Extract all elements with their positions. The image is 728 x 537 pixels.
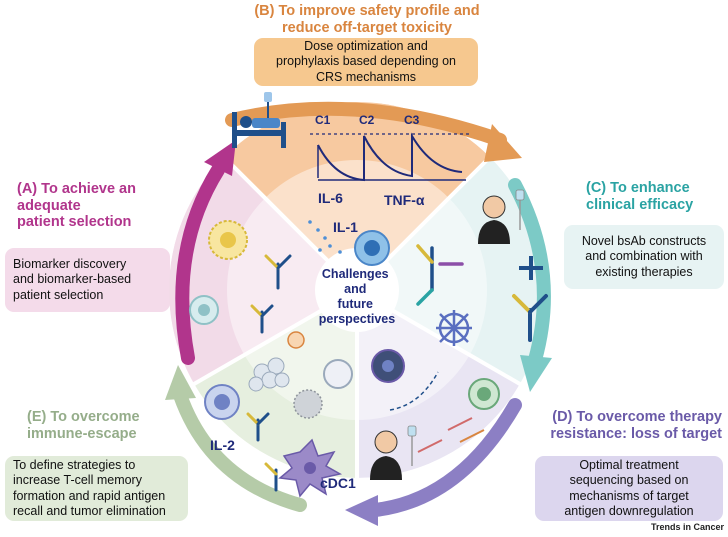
ring-sector-d	[357, 290, 520, 478]
heading-e: (E) To overcome immune-escape	[27, 409, 140, 442]
box-c-line-2: and combination with	[585, 249, 703, 264]
box-b-line-1: Dose optimization and	[304, 39, 428, 54]
box-e-line-3: formation and rapid antigen	[13, 488, 166, 503]
box-d-line-1: Optimal treatment	[579, 458, 679, 472]
box-e-line-1: To define strategies to	[13, 458, 136, 472]
heading-d-line-1: (D) To overcome therapy	[552, 409, 722, 425]
label-c2: C2	[359, 113, 375, 127]
center-line-1: Challenges	[322, 267, 389, 281]
heading-b-line-1: (B) To improve safety profile and	[254, 3, 480, 19]
tumor-cell-icon-a	[208, 220, 248, 260]
arrow-c	[508, 178, 551, 367]
box-d-line-4: antigen downregulation	[564, 503, 694, 518]
box-a-line-1: Biomarker discovery	[13, 257, 127, 272]
box-b-line-3: CRS mechanisms	[315, 69, 417, 84]
heading-a-line-1: (A) To achieve an	[17, 181, 136, 197]
box-a: Biomarker discovery and biomarker-based …	[5, 248, 170, 312]
center-line-4: perspectives	[319, 312, 395, 326]
label-c1: C1	[315, 113, 331, 127]
arrow-d	[368, 398, 522, 517]
cytokine-dots	[308, 220, 342, 254]
heading-c: (C) To enhance clinical efficacy	[586, 180, 693, 213]
arrow-a	[175, 163, 225, 365]
label-cdc1: cDC1	[320, 475, 356, 491]
box-b: Dose optimization and prophylaxis based …	[254, 38, 478, 86]
apoptotic-cell-icon	[293, 389, 323, 419]
sequencing-arrows-icon	[417, 417, 485, 453]
box-a-line-2: and biomarker-based	[13, 272, 132, 287]
heading-d-line-2: resistance: loss of target	[550, 425, 722, 442]
t-cell-center	[354, 230, 390, 266]
box-e-line-2: increase T-cell memory	[13, 473, 142, 488]
heading-b: (B) To improve safety profile and reduce…	[232, 3, 502, 36]
label-c3: C3	[404, 113, 420, 127]
dendritic-cell-icon	[278, 438, 343, 498]
arrow-e	[173, 388, 307, 512]
box-d: Optimal treatment sequencing based on me…	[535, 456, 723, 521]
arrow-e-head	[165, 365, 196, 400]
heading-a-line-3: patient selection	[17, 214, 132, 231]
ring-sector-b	[224, 102, 490, 290]
label-il6: IL-6	[318, 190, 343, 206]
box-e: To define strategies to increase T-cell …	[5, 456, 188, 521]
box-d-line-2: sequencing based on	[569, 473, 689, 488]
memory-t-cell-icon	[204, 384, 240, 420]
arrow-d-head	[345, 495, 378, 526]
box-c: Novel bsAb constructs and combination wi…	[564, 225, 724, 289]
svg-text:Challenges and future: Challenges and future perspectives	[319, 267, 395, 326]
bispecific-antibody-icon-c	[512, 294, 548, 342]
arrow-b-head	[484, 124, 522, 162]
tumor-cell-icon-d	[371, 349, 405, 383]
t-cell-icon-a	[189, 295, 219, 325]
heading-a: (A) To achieve an adequate patient selec…	[17, 181, 136, 231]
plus-icon	[519, 256, 543, 280]
heading-a-line-2: adequate	[17, 197, 81, 214]
journal-credit: Trends in Cancer	[651, 522, 725, 532]
antibody-icons-a	[250, 254, 292, 334]
box-c-line-1: Novel bsAb constructs	[581, 234, 707, 249]
small-t-cell-icon-e	[287, 331, 305, 349]
center-line-3: future	[338, 297, 373, 311]
hospital-bed-icon	[232, 92, 286, 148]
arrow-b	[225, 101, 507, 147]
t-cell-icon-d	[468, 378, 500, 410]
multivalent-construct-icon	[436, 310, 472, 346]
ring-sector-a	[169, 157, 357, 384]
patient-icon-c	[478, 189, 525, 244]
heading-c-line-1: (C) To enhance	[586, 180, 690, 196]
box-a-line-3: patient selection	[13, 287, 104, 302]
bsab-construct-icon	[416, 244, 464, 306]
heading-e-line-1: (E) To overcome	[27, 409, 140, 425]
label-il2: IL-2	[210, 437, 235, 453]
center-circle	[315, 248, 399, 332]
box-e-line-4: recall and tumor elimination	[13, 503, 166, 518]
heading-e-line-2: immune-escape	[27, 425, 137, 442]
arrow-c-head	[520, 355, 552, 392]
box-d-line-3: mechanisms of target	[569, 488, 689, 503]
center-line-2: and	[344, 282, 366, 296]
heading-b-line-2: reduce off-target toxicity	[282, 19, 452, 36]
label-tnf: TNF-α	[384, 192, 425, 208]
label-il1: IL-1	[333, 219, 358, 235]
arrow-a-head	[204, 140, 236, 176]
dose-schedule: C1 C2 C3	[310, 113, 470, 182]
tumor-cluster-icon	[248, 357, 290, 392]
naive-t-cell-icon-e	[323, 359, 353, 389]
patient-icon-d	[370, 425, 417, 480]
box-b-line-2: prophylaxis based depending on	[276, 54, 456, 69]
heading-d: (D) To overcome therapy resistance: loss…	[540, 409, 722, 442]
heading-c-line-2: clinical efficacy	[586, 196, 694, 213]
box-c-line-3: existing therapies	[595, 264, 693, 279]
antibody-icons-e	[246, 412, 278, 492]
dashed-arrow-d	[389, 371, 439, 411]
